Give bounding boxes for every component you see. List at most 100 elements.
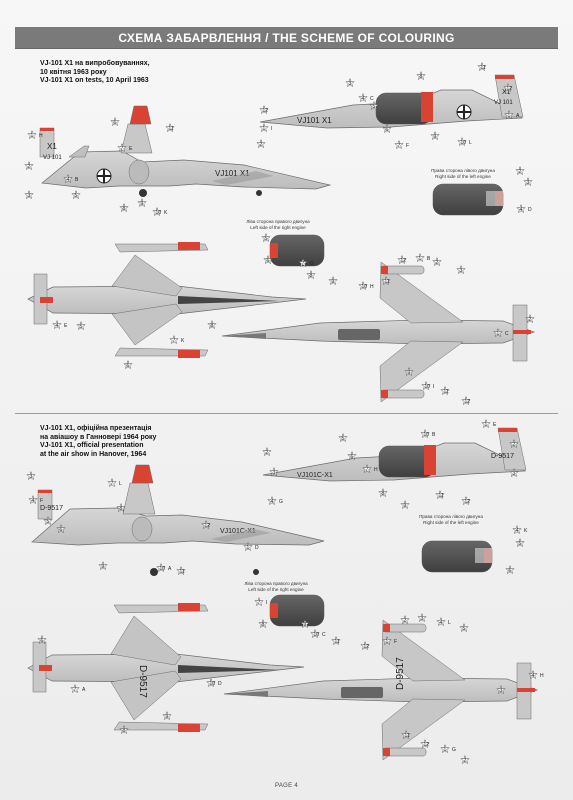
- callout-number: 3: [500, 688, 503, 694]
- bottom-right-engine-note-ua: Права сторона лівого двигуна: [419, 514, 483, 519]
- callout-star: [119, 724, 129, 735]
- callout-marker: 12: [360, 640, 370, 651]
- callout-number: 10: [425, 384, 431, 390]
- callout-marker: 8: [119, 202, 129, 213]
- bottom-caption-line2: на авіашоу в Ганновері 1964 року: [40, 433, 157, 441]
- callout-number: 7: [302, 261, 305, 267]
- callout-number: 4: [440, 620, 443, 626]
- callout-marker: 9: [98, 560, 108, 571]
- callout-number: 6: [267, 258, 270, 264]
- callout-marker: 3: [496, 684, 506, 695]
- callout-star: [525, 313, 535, 324]
- callout-number: 1: [497, 331, 500, 337]
- callout-number: 5: [342, 436, 345, 442]
- callout-star: [70, 683, 80, 694]
- callout-number: 9: [166, 714, 169, 720]
- callout-marker: 9: [328, 275, 338, 286]
- callout-letter: K: [524, 528, 528, 534]
- callout-number: 10: [160, 566, 166, 572]
- callout-marker: 2: [24, 160, 34, 171]
- callout-marker: 11: [477, 61, 487, 72]
- callout-star: [360, 640, 370, 651]
- callout-number: 1: [444, 747, 447, 753]
- callout-number: 8: [262, 622, 265, 628]
- bottom-right-side-view-group: VJ101C-X1 D-9517: [262, 427, 527, 482]
- callout-number: 1: [263, 126, 266, 132]
- callout-marker: 8: [416, 70, 426, 81]
- callout-number: 4: [32, 498, 35, 504]
- callout-number: 9: [102, 564, 105, 570]
- callout-number: 2: [519, 169, 522, 175]
- callout-star: [421, 380, 431, 391]
- callout-star: [509, 467, 519, 478]
- top-caption-line2: 10 квітня 1963 року: [40, 68, 107, 76]
- top-section-caption: VJ-101 X1 на випробовуваннях, 10 квітня …: [40, 60, 220, 86]
- callout-number: 10: [210, 681, 216, 687]
- callout-star: [156, 562, 166, 573]
- callout-star: [362, 463, 372, 474]
- callout-letter: F: [40, 498, 43, 504]
- callout-number: 3: [460, 268, 463, 274]
- callout-marker: 3: [417, 612, 427, 623]
- callout-number: 6: [114, 120, 117, 126]
- callout-star: [107, 477, 117, 488]
- callout-number: 5: [75, 193, 78, 199]
- callout-letter: I: [271, 126, 272, 132]
- callout-number: 6: [60, 527, 63, 533]
- callout-star: [420, 738, 430, 749]
- callout-number: 4: [67, 177, 70, 183]
- callout-marker: 2: [509, 438, 519, 449]
- callout-star: [43, 515, 53, 526]
- callout-number: 10: [314, 632, 320, 638]
- callout-number: 3: [28, 193, 31, 199]
- svg-text:VJ101 X1: VJ101 X1: [297, 116, 332, 125]
- callout-marker: 12: [201, 519, 211, 530]
- svg-text:D-9517: D-9517: [395, 657, 406, 690]
- page-header: СХЕМА ЗАБАРВЛЕННЯ / THE SCHEME OF COLOUR…: [15, 27, 558, 49]
- callout-star: [298, 257, 308, 268]
- callout-star: [137, 197, 147, 208]
- callout-star: [169, 334, 179, 345]
- bottom-side-registration: VJ101C-X1: [220, 528, 256, 535]
- callout-number: 5: [463, 626, 466, 632]
- callout-star: [523, 176, 533, 187]
- callout-star: [378, 487, 388, 498]
- top-right-engine-note-ua: Права сторона лівого двигуна: [431, 168, 495, 173]
- callout-star: [71, 189, 81, 200]
- top-left-engine-note-en: Left side of the right engine: [250, 225, 306, 230]
- callout-marker: 8: [306, 269, 316, 280]
- svg-text:D-9517: D-9517: [491, 453, 514, 460]
- bottom-plan-view-group: D-9517: [27, 603, 305, 732]
- bottom-left-engine-note-ua: Ліва сторона правого двигуна: [244, 581, 308, 586]
- callout-number: 8: [310, 273, 313, 279]
- callout-number: 1: [508, 113, 511, 119]
- callout-star: [165, 122, 175, 133]
- callout-star: [24, 189, 34, 200]
- callout-star: [256, 138, 266, 149]
- callout-letter: C: [370, 96, 374, 102]
- callout-marker: 5: [43, 515, 53, 526]
- callout-number: 7: [366, 467, 369, 473]
- callout-number: 3: [273, 470, 276, 476]
- callout-marker: 5: [369, 100, 379, 111]
- callout-star: [382, 635, 392, 646]
- callout-star: [207, 319, 217, 330]
- callout-number: 4: [532, 673, 535, 679]
- callout-star: [503, 82, 513, 93]
- top-right-engine-note: Права сторона лівого двигуна Right side …: [418, 168, 508, 180]
- callout-star: [509, 438, 519, 449]
- callout-marker: 3: [26, 470, 36, 481]
- callout-number: 11: [169, 126, 174, 132]
- callout-number: 9: [408, 370, 411, 376]
